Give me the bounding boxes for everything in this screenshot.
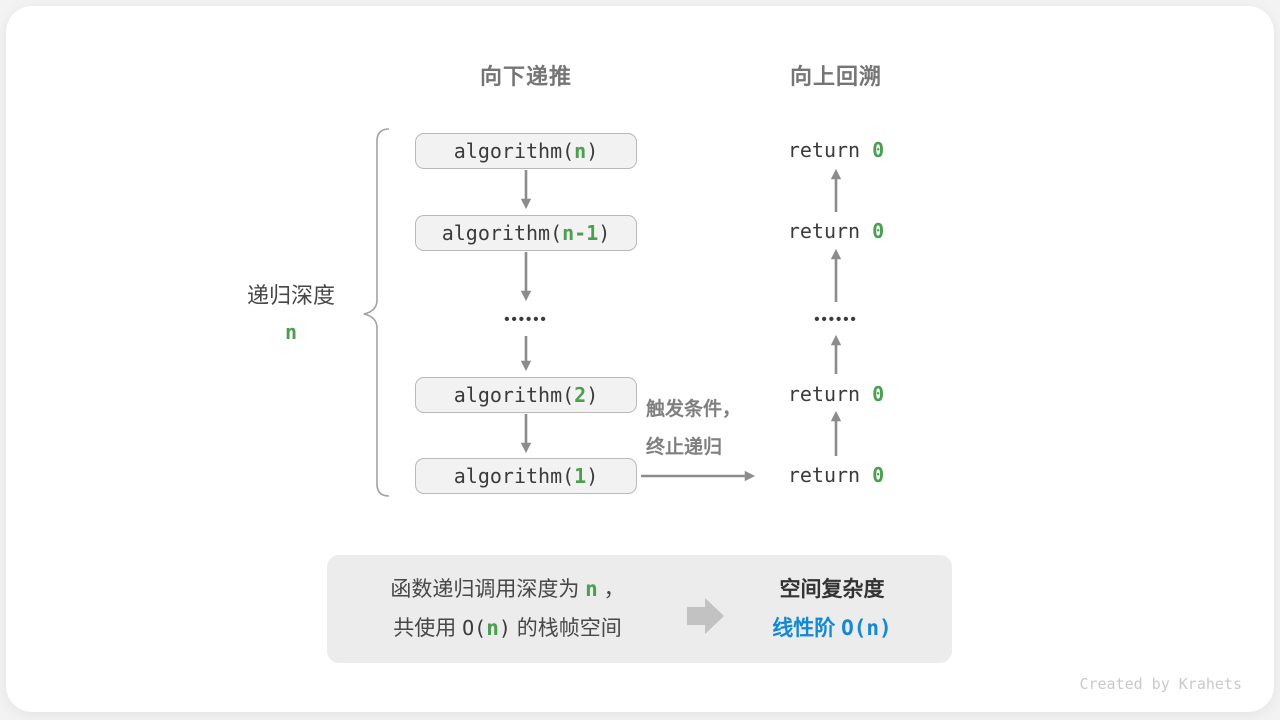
call-arg: n [574,139,587,163]
trigger-note-line2: 终止递归 [646,437,723,458]
big-o-close: ) [498,616,511,640]
ellipsis-returns: •••••• [814,311,858,328]
return-keyword: return [787,219,873,243]
trigger-note-line1: 触发条件， [646,399,742,420]
return-keyword: return [787,382,873,406]
call-suffix: ) [586,464,599,488]
return-value: 0 [872,219,885,243]
column-header-backtrack-up: 向上回溯 [789,64,882,89]
summary-panel [327,555,952,663]
summary-right-text: 空间复杂度 线性阶 O(n) [737,570,927,648]
call-suffix: ) [586,383,599,407]
call-node-algorithm-2: algorithm(2) [415,377,637,413]
return-keyword: return [787,463,873,487]
return-value: 0 [872,138,885,162]
call-arg: n-1 [562,221,599,245]
call-prefix: algorithm( [441,221,563,245]
summary-title: 空间复杂度 [779,578,885,601]
summary-line1-var: n [585,577,598,601]
return-value: 0 [872,382,885,406]
depth-value: n [284,320,298,344]
return-statement: return 0 [726,137,946,163]
summary-line1-post: ， [597,578,625,601]
summary-result-big-o: O(n) [841,616,892,640]
return-keyword: return [787,138,873,162]
return-statement: return 0 [726,218,946,244]
return-statement: return 0 [726,462,946,488]
call-suffix: ) [586,139,599,163]
column-header-recurse-down: 向下递推 [479,64,572,89]
call-arg: 2 [574,383,587,407]
trigger-note: 触发条件， 终止递归 [646,391,766,467]
summary-line1-pre: 函数递归调用深度为 [390,578,586,601]
call-prefix: algorithm( [453,464,575,488]
ellipsis-calls: •••••• [504,311,548,328]
call-prefix: algorithm( [453,383,575,407]
credit-text: Created by Krahets [1079,675,1242,693]
call-suffix: ) [598,221,611,245]
summary-result: 线性阶 O(n) [737,609,927,648]
summary-line2-pre: 共使用 [393,617,463,640]
call-arg: 1 [574,464,587,488]
call-node-algorithm-1: algorithm(1) [415,458,637,494]
big-o-open: O( [462,616,487,640]
summary-line2-var: n [486,616,499,640]
return-value: 0 [872,463,885,487]
depth-label: 递归深度 [246,283,335,308]
call-node-algorithm-n: algorithm(n) [415,133,637,169]
summary-result-cn: 线性阶 [772,617,842,640]
summary-line2: 共使用 O(n) 的栈帧空间 [340,609,675,648]
return-statement: return 0 [726,381,946,407]
call-prefix: algorithm( [453,139,575,163]
summary-line1: 函数递归调用深度为 n ， [340,570,675,609]
implies-arrow-icon [687,598,724,634]
summary-left-text: 函数递归调用深度为 n ， 共使用 O(n) 的栈帧空间 [340,570,675,648]
summary-line2-post: 的栈帧空间 [510,617,622,640]
call-node-algorithm-n-1: algorithm(n-1) [415,215,637,251]
